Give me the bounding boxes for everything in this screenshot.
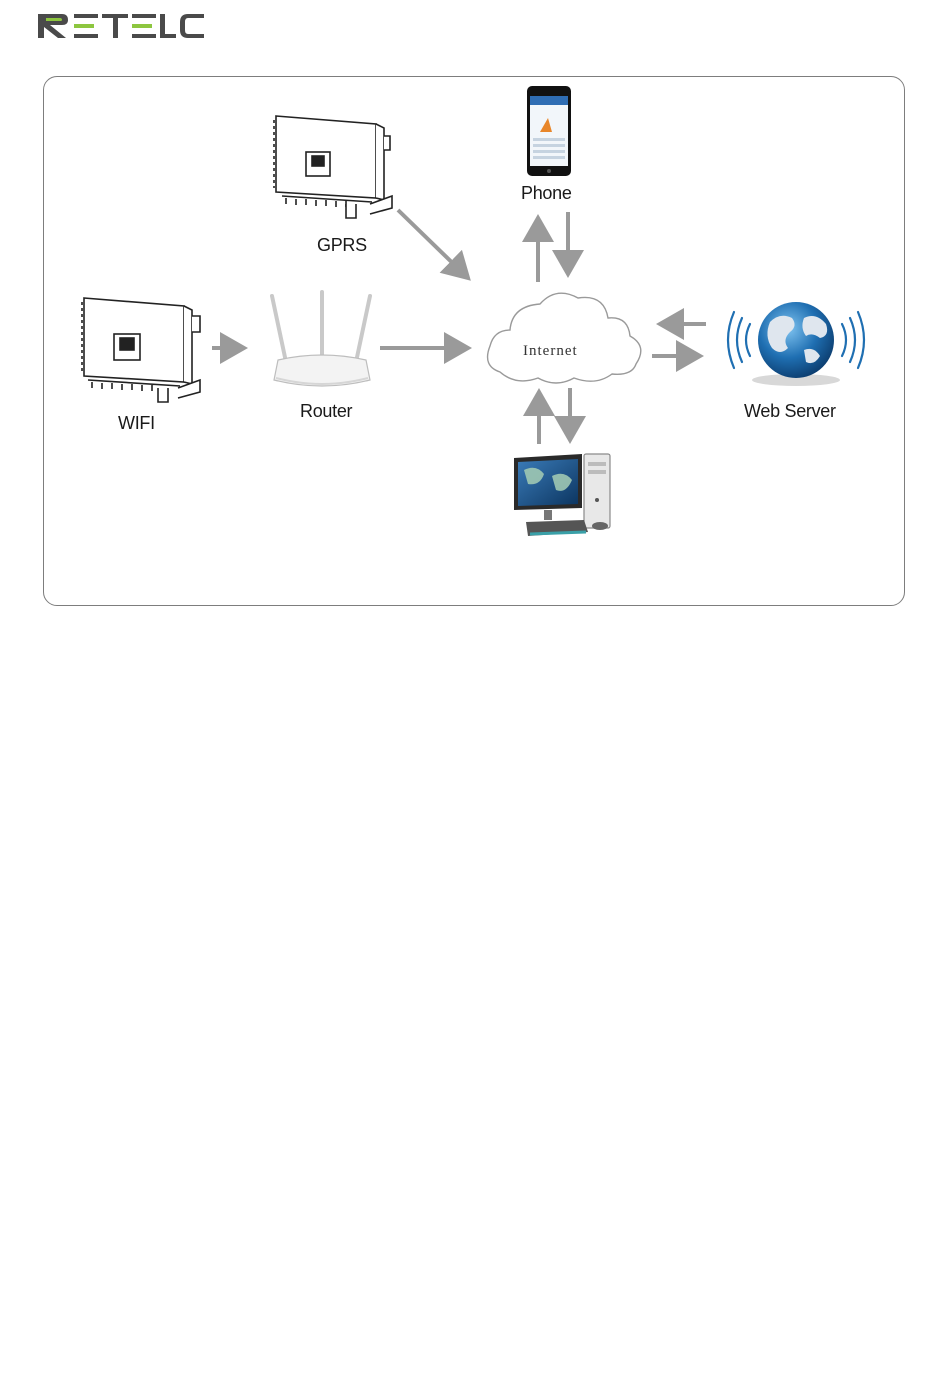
computer-icon	[514, 454, 610, 536]
wifi-label: WIFI	[118, 413, 155, 434]
phone-icon	[527, 86, 571, 176]
web-server-label: Web Server	[744, 401, 836, 422]
inverter-wifi-icon	[82, 298, 200, 402]
internet-label: Internet	[523, 343, 578, 360]
cloud-icon	[488, 293, 641, 383]
inverter-gprs-icon	[274, 116, 392, 218]
arrows	[212, 210, 706, 444]
phone-label: Phone	[521, 183, 572, 204]
router-label: Router	[300, 401, 352, 422]
router-icon	[272, 292, 370, 386]
globe-icon	[752, 302, 840, 386]
arrow-gprs-to-internet	[398, 210, 468, 278]
gprs-label: GPRS	[317, 235, 367, 256]
